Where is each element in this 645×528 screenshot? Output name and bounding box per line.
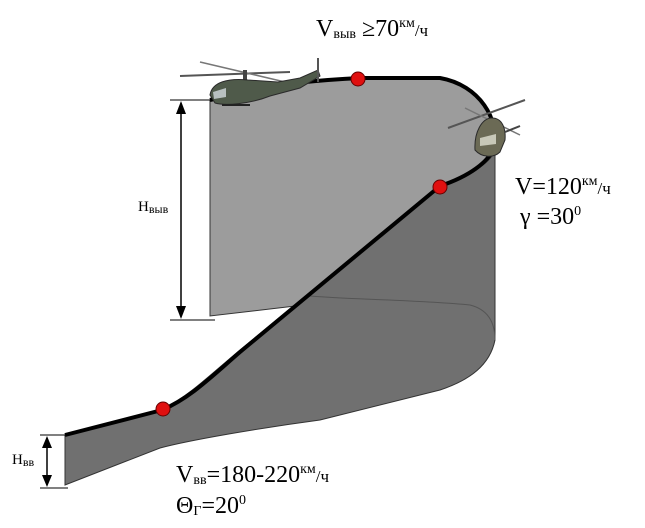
marker-entry — [155, 401, 171, 417]
helicopter-right-icon — [447, 99, 526, 157]
label-v-entry: Vвв=180-220км/ч — [176, 462, 330, 488]
label-v-exit: Vвыв ≥70км/ч — [316, 16, 429, 42]
label-v-turn: V=120км/ч — [515, 174, 611, 200]
helicopter-left-icon — [179, 58, 321, 106]
marker-turn — [432, 179, 448, 195]
marker-exit — [350, 71, 366, 87]
label-gamma: γ =300 — [520, 204, 582, 230]
turn-contour — [309, 295, 496, 341]
label-theta: ΘГ=200 — [176, 493, 246, 519]
label-h-entry: Нвв — [12, 452, 35, 469]
label-h-exit: Нвыв — [138, 199, 169, 216]
h-exit-dimension — [170, 99, 215, 321]
h-entry-dimension — [40, 434, 68, 489]
